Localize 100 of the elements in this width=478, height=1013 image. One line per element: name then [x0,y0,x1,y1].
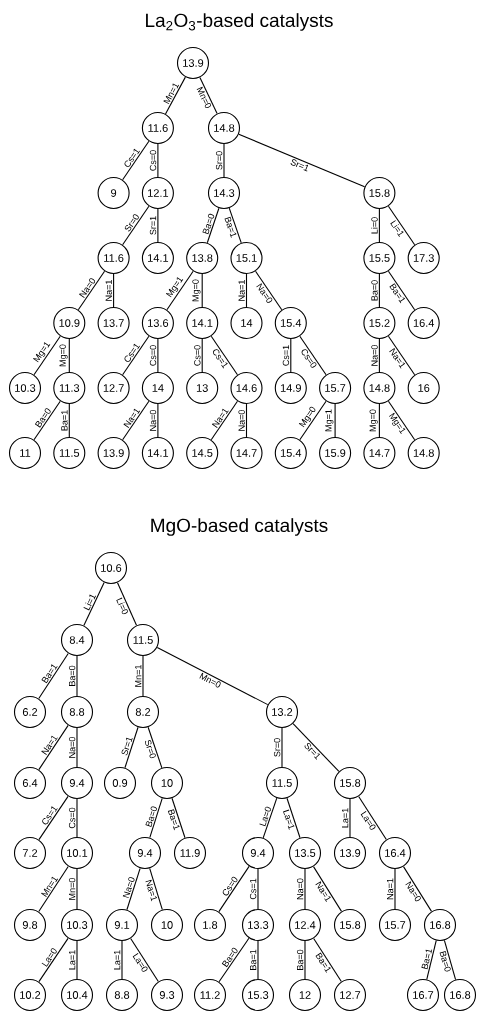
branch-line [218,865,250,913]
edge-label: Na=1 [105,280,112,301]
edge-label: Cs=0 [149,150,157,171]
branch-line [387,270,416,311]
edge-label: La=1 [283,809,295,830]
branch-line [223,143,225,178]
branch-line [206,207,220,244]
branch-line [38,937,69,983]
branch-line [122,140,150,181]
edge-label: Cs=0 [149,345,157,366]
edge-label: Sr=1 [290,159,309,172]
branch-line [149,797,163,839]
branch-line [218,937,250,983]
branch-line [426,940,437,980]
branch-line [394,868,396,910]
branch-line [443,939,457,981]
branch-line [238,133,366,188]
branch-line [157,143,159,178]
branch-line [299,400,327,441]
branch-line [378,273,380,308]
branch-line [122,335,150,376]
branch-line [281,727,283,768]
branch-line [83,581,105,627]
branch-line [157,403,159,438]
branch-line [171,797,186,839]
chart-title: MgO-based catalysts [151,518,328,536]
edge-label: Ba=0 [371,280,378,301]
branch-line [312,866,343,912]
branch-line [121,940,123,980]
edge-label: Na=0 [296,878,304,900]
branch-line [387,400,416,441]
edge-label: Mn=1 [135,665,142,687]
edge-label: Mg=1 [325,409,334,432]
edge-label: Mg=0 [59,344,68,367]
branch-line [38,652,69,700]
branch-line [290,338,292,373]
branch-line [124,726,139,769]
edge-label: Na=1 [387,878,394,900]
edge-label: Na=0 [122,877,135,899]
edge-label: La=1 [69,950,76,970]
branch-line [201,273,203,308]
edge-label: Ba=1 [167,809,180,831]
branch-line [304,940,306,980]
branch-line [299,335,327,376]
branch-line [76,868,78,910]
branch-line [77,270,106,311]
branch-line [68,338,70,373]
branch-line [402,866,433,912]
branch-line [313,937,342,983]
branch-line [113,273,115,308]
edge-label: Sr=1 [121,737,133,756]
edge-label: Mn=0 [68,877,76,900]
edge-label: Mn=0 [199,672,221,688]
branch-line [257,868,259,910]
branch-line [199,76,218,115]
edge-label: Na=0 [68,736,76,758]
branch-line [292,723,340,772]
branch-line [130,937,159,983]
branch-line [286,797,301,839]
edge-label: Ba=0 [296,949,304,970]
edge-label: Ba=1 [224,216,237,238]
branch-line [166,270,194,311]
branch-line [387,335,416,376]
edge-label: La=1 [114,950,121,970]
branch-line [304,868,306,910]
branch-line [245,273,248,308]
branch-line [33,335,61,376]
edge-label: Ba=0 [68,665,76,686]
edge-label: Na=0 [371,345,378,366]
edge-label: Na=1 [145,879,157,902]
edge-label: Cs=0 [194,345,201,366]
edge-label: La=0 [259,806,271,827]
edge-label: Mn=0 [196,86,211,109]
edge-label: Na=0 [149,410,157,431]
branch-line [262,797,278,839]
edge-label: Li=0 [371,217,378,234]
edge-label: Ba=0 [202,213,215,235]
edge-label: Ba=1 [250,949,257,970]
branch-line [142,655,144,697]
branch-line [76,727,78,768]
branch-line [378,208,380,243]
branch-line [210,335,238,376]
branch-line [157,208,159,243]
edge-label: Ba=0 [145,806,157,827]
edge-label: Li=1 [83,594,96,611]
branch-line [334,403,336,438]
branch-line [210,400,238,441]
edge-label: Ba=0 [439,950,451,972]
edge-label: Mg=0 [369,409,378,432]
edge-label: Sr=0 [145,740,156,759]
branch-line [76,655,78,697]
branch-line [378,338,380,373]
edge-label: Na=1 [238,280,245,301]
edge-label: Ba=1 [421,949,433,970]
branch-line [122,400,150,441]
branch-line [228,207,242,244]
branch-line [164,76,186,115]
branch-line [122,205,150,246]
branch-line [201,338,203,373]
branch-line [157,338,159,373]
